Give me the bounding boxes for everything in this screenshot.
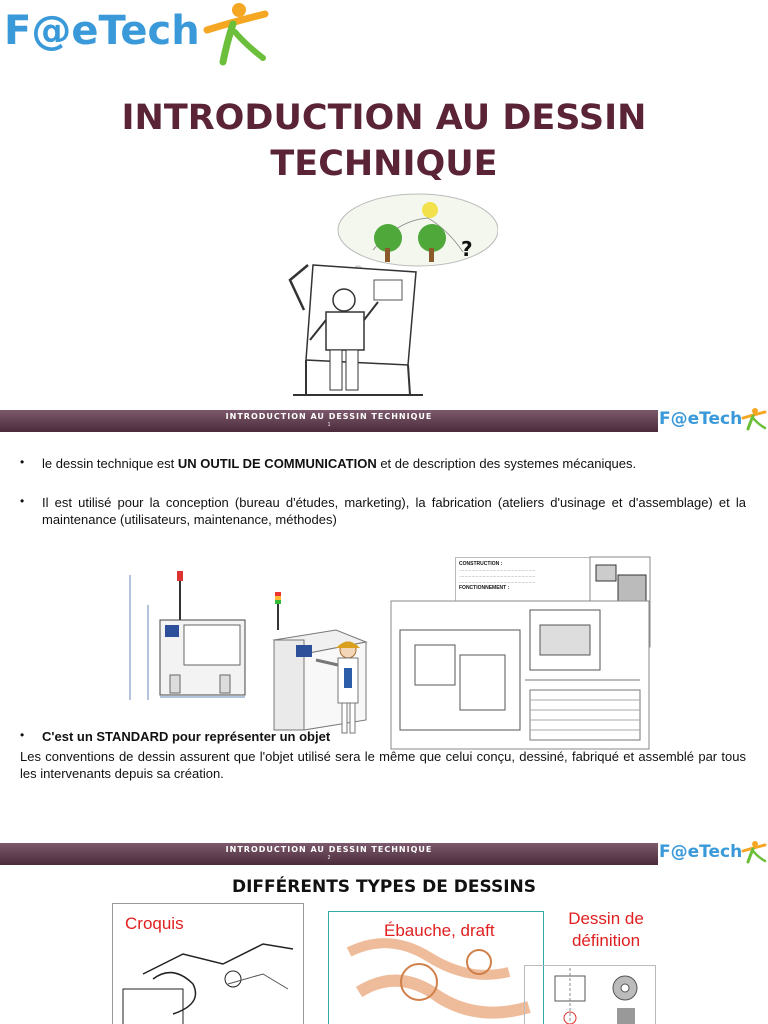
logo-text: F@eTech bbox=[4, 8, 200, 54]
machine-3d-image bbox=[272, 592, 368, 734]
machine-drawing-image bbox=[129, 571, 246, 700]
band-logo-figure-icon bbox=[741, 841, 767, 864]
section-band-1: INTRODUCTION AU DESSIN TECHNIQUE 1 bbox=[0, 410, 658, 432]
band-logo: F@eTech bbox=[659, 842, 742, 862]
definition-label: Dessin de définition bbox=[548, 908, 664, 952]
croquis-sketch bbox=[122, 943, 294, 1024]
drafter-illustration: ? bbox=[288, 193, 498, 396]
band-title: INTRODUCTION AU DESSIN TECHNIQUE bbox=[225, 845, 433, 854]
bullet-communication: • le dessin technique est UN OUTIL DE CO… bbox=[20, 455, 746, 472]
definition-label-line1: Dessin de bbox=[568, 909, 644, 928]
bullet-dot: • bbox=[20, 494, 25, 508]
bullet2-text: Il est utilisé pour la conception (burea… bbox=[42, 495, 746, 527]
conventions-paragraph: Les conventions de dessin assurent que l… bbox=[20, 749, 746, 781]
band-title: INTRODUCTION AU DESSIN TECHNIQUE bbox=[225, 412, 433, 421]
band-logo-figure-icon bbox=[741, 408, 767, 431]
slide-title: INTRODUCTION AU DESSIN TECHNIQUE bbox=[0, 95, 768, 187]
ebauche-drawing bbox=[346, 938, 531, 1019]
band-page-number: 1 bbox=[327, 422, 331, 428]
ebauche-panel: Ébauche, draft bbox=[328, 911, 544, 1024]
bullet-text: le dessin technique est UN OUTIL DE COMM… bbox=[42, 455, 746, 472]
definition-label-line2: définition bbox=[571, 931, 641, 950]
band-logo-text: F@eTech bbox=[659, 842, 743, 862]
definition-drawing bbox=[554, 968, 638, 1024]
faetech-logo: F@eTech bbox=[4, 8, 200, 54]
svg-text:?: ? bbox=[461, 237, 473, 261]
logo-figure-icon bbox=[203, 3, 269, 66]
bullet-dot: • bbox=[20, 455, 25, 469]
bullet3-text: C'est un STANDARD pour représenter un ob… bbox=[42, 728, 746, 745]
title-line-2: TECHNIQUE bbox=[270, 144, 498, 184]
bullet-standard: • C'est un STANDARD pour représenter un … bbox=[20, 728, 746, 745]
croquis-label: Croquis bbox=[125, 914, 184, 933]
croquis-panel: Croquis bbox=[112, 903, 304, 1024]
section-band-2: INTRODUCTION AU DESSIN TECHNIQUE 2 bbox=[0, 843, 658, 865]
bullet-dot: • bbox=[20, 728, 25, 742]
bullet1-bold: UN OUTIL DE COMMUNICATION bbox=[177, 456, 377, 471]
title-line-1: INTRODUCTION AU DESSIN bbox=[121, 98, 647, 138]
assembly-drawing bbox=[390, 600, 650, 750]
doc-heading-fonctionnement: FONCTIONNEMENT : bbox=[459, 585, 510, 591]
ebauche-label: Ébauche, draft bbox=[384, 921, 495, 940]
bullet-usage: • Il est utilisé pour la conception (bur… bbox=[20, 494, 746, 528]
doc-heading-construction: CONSTRUCTION : bbox=[459, 561, 503, 567]
bullet1-pre: le dessin technique est bbox=[42, 456, 178, 471]
bullet1-post: et de description des systemes mécanique… bbox=[376, 456, 637, 471]
bullet3-bold: C'est un STANDARD pour représenter un ob… bbox=[42, 729, 331, 744]
band-logo-text: F@eTech bbox=[659, 409, 743, 429]
band-logo: F@eTech bbox=[659, 409, 742, 429]
drawing-types-title: DIFFÉRENTS TYPES DE DESSINS bbox=[232, 877, 536, 897]
definition-drawing-panel bbox=[524, 965, 656, 1024]
band-page-number: 2 bbox=[327, 855, 331, 861]
